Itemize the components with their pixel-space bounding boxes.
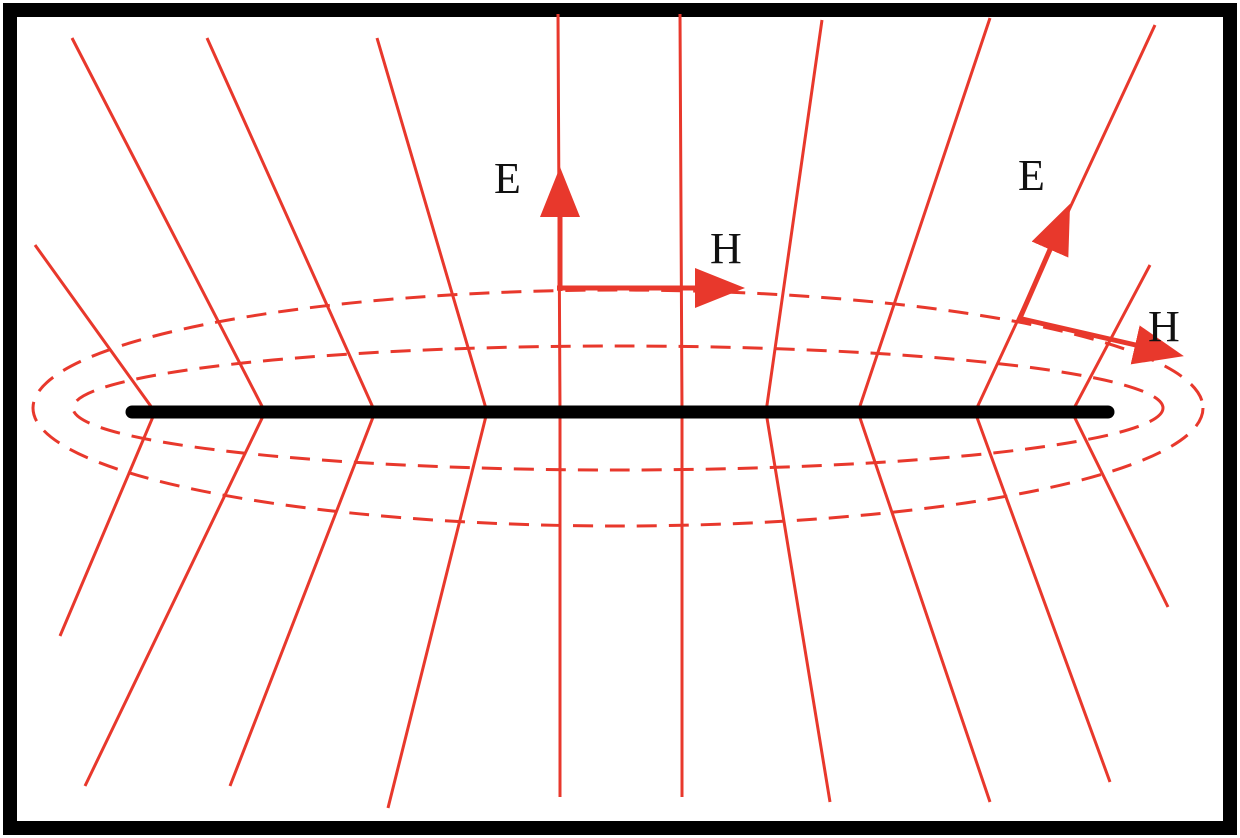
e-field-line — [33, 244, 157, 637]
diagram-frame — [3, 3, 1237, 835]
right-h-vector — [1017, 315, 1184, 365]
h-field-loop — [71, 344, 1165, 472]
magnetic-field-loops — [31, 288, 1205, 528]
h-field-loop — [31, 288, 1205, 528]
e-field-line — [973, 24, 1157, 783]
right-e-vector — [1017, 203, 1071, 320]
center-h-label: H — [710, 224, 742, 273]
center-field-vectors: E H — [494, 154, 745, 308]
e-field-line — [375, 37, 489, 809]
right-e-label: E — [1018, 151, 1045, 200]
right-h-label: H — [1148, 302, 1180, 351]
right-field-vectors: E H — [1017, 151, 1184, 365]
center-e-label: E — [494, 154, 521, 203]
